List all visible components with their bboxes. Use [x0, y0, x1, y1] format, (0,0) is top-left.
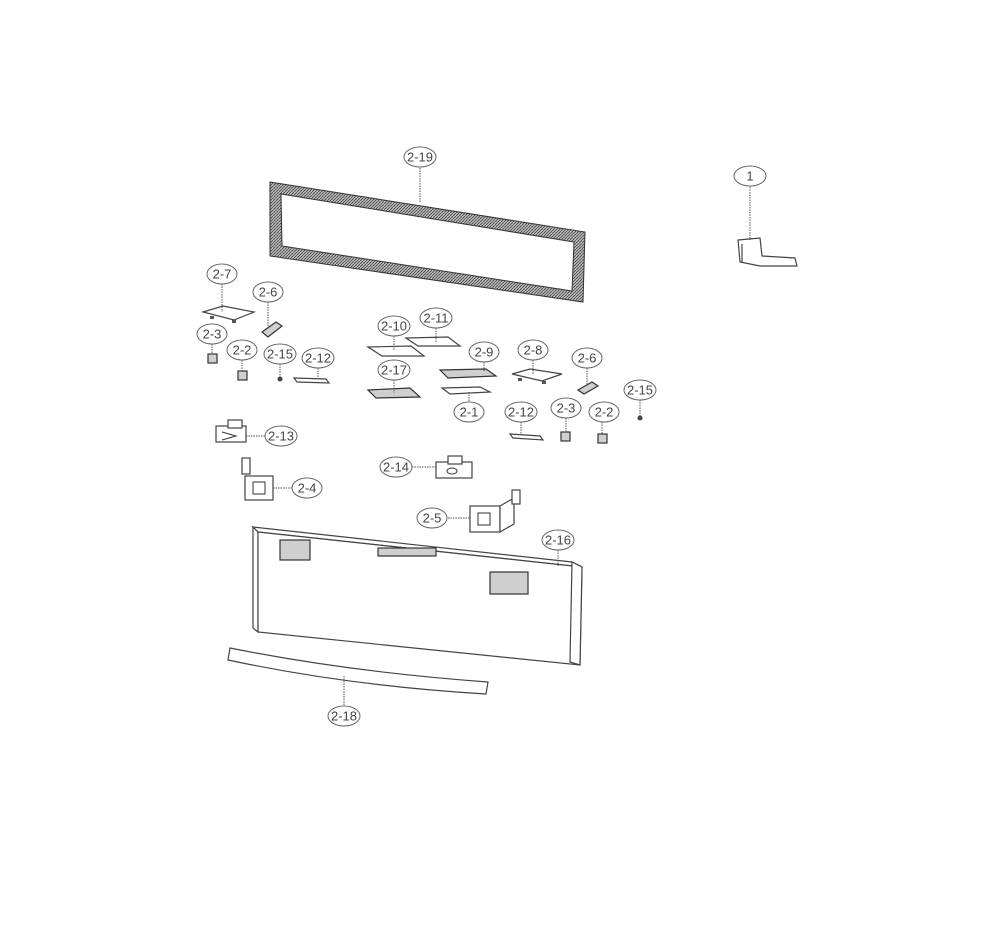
svg-text:2-2: 2-2 [233, 343, 252, 358]
svg-text:2-16: 2-16 [545, 533, 571, 548]
callout-2-6-left: 2-6 [252, 281, 284, 303]
svg-text:2-1: 2-1 [460, 405, 479, 420]
part-2-18-handle [227, 647, 489, 706]
svg-text:2-15: 2-15 [627, 383, 653, 398]
callout-2-8: 2-8 [517, 339, 549, 361]
callout-2-1: 2-1 [453, 401, 485, 423]
svg-text:2-6: 2-6 [578, 351, 597, 366]
callout-2-15-left: 2-15 [263, 343, 297, 365]
part-2-7-plate [200, 284, 257, 323]
part-2-12-right-strip [508, 422, 545, 441]
svg-text:2-7: 2-7 [213, 267, 232, 282]
svg-text:2-2: 2-2 [595, 405, 614, 420]
callout-2-7: 2-7 [206, 263, 238, 285]
part-2-10-film [366, 336, 426, 357]
callout-2-6-right: 2-6 [571, 347, 603, 369]
svg-text:2-3: 2-3 [203, 327, 222, 342]
callout-2-15-right: 2-15 [623, 379, 657, 401]
svg-text:2-3: 2-3 [557, 401, 576, 416]
svg-text:2-18: 2-18 [331, 709, 357, 724]
callout-2-13: 2-13 [264, 425, 298, 447]
part-2-6-right-clip [576, 368, 600, 395]
svg-text:2-8: 2-8 [524, 343, 543, 358]
callout-2-4: 2-4 [291, 477, 323, 499]
svg-text:2-15: 2-15 [267, 347, 293, 362]
svg-text:2-10: 2-10 [381, 319, 407, 334]
part-2-1-pcb [440, 386, 493, 402]
callout-2-17: 2-17 [377, 359, 411, 381]
svg-text:2-5: 2-5 [423, 511, 442, 526]
part-2-15-right-screw [637, 400, 643, 421]
callout-1: 1 [733, 165, 767, 187]
part-2-12-left-strip [292, 368, 331, 384]
svg-text:2-9: 2-9 [475, 345, 494, 360]
svg-text:2-14: 2-14 [383, 460, 409, 475]
svg-text:2-11: 2-11 [423, 311, 448, 326]
part-2-3-left-connector [207, 344, 218, 364]
part-2-2-left-connector [237, 360, 248, 381]
part-2-15-left-screw [277, 364, 283, 382]
part-2-17-pcb [366, 380, 422, 399]
svg-text:2-12: 2-12 [305, 351, 331, 366]
svg-text:2-19: 2-19 [407, 150, 433, 165]
part-2-14-housing [412, 455, 473, 479]
svg-text:2-12: 2-12 [508, 405, 534, 420]
callout-2-12-left: 2-12 [301, 347, 335, 369]
part-2-8-plate [511, 360, 563, 384]
part-1-bracket [737, 187, 798, 267]
part-2-4-bracket [241, 457, 292, 501]
part-2-2-right-connector [597, 422, 608, 444]
svg-text:2-6: 2-6 [259, 285, 278, 300]
svg-text:2-17: 2-17 [381, 363, 407, 378]
svg-text:2-13: 2-13 [268, 429, 294, 444]
part-2-5-bracket [448, 489, 521, 534]
part-2-9-board [438, 362, 498, 379]
part-2-13-housing [215, 419, 266, 443]
callout-2-11: 2-11 [419, 307, 453, 329]
part-2-16-panel-housing [251, 525, 583, 666]
callout-2-5: 2-5 [416, 507, 448, 529]
callout-2-16: 2-16 [541, 529, 575, 551]
callout-2-12-right: 2-12 [504, 401, 538, 423]
callout-2-3-left: 2-3 [196, 323, 228, 345]
callout-2-18: 2-18 [327, 705, 361, 727]
svg-text:1: 1 [746, 169, 753, 184]
callout-2-2-right: 2-2 [588, 401, 620, 423]
callout-2-10: 2-10 [377, 315, 411, 337]
callout-2-2-left: 2-2 [226, 339, 258, 361]
part-2-19-frame-gasket [269, 168, 586, 303]
callout-2-14: 2-14 [379, 456, 413, 478]
part-2-3-right-connector [560, 418, 571, 442]
callout-2-3-right: 2-3 [550, 397, 582, 419]
part-2-6-left-clip [261, 302, 284, 338]
callout-2-19: 2-19 [403, 146, 437, 168]
callout-2-9: 2-9 [468, 341, 500, 363]
svg-text:2-4: 2-4 [298, 481, 317, 496]
part-2-11-film [404, 328, 462, 347]
